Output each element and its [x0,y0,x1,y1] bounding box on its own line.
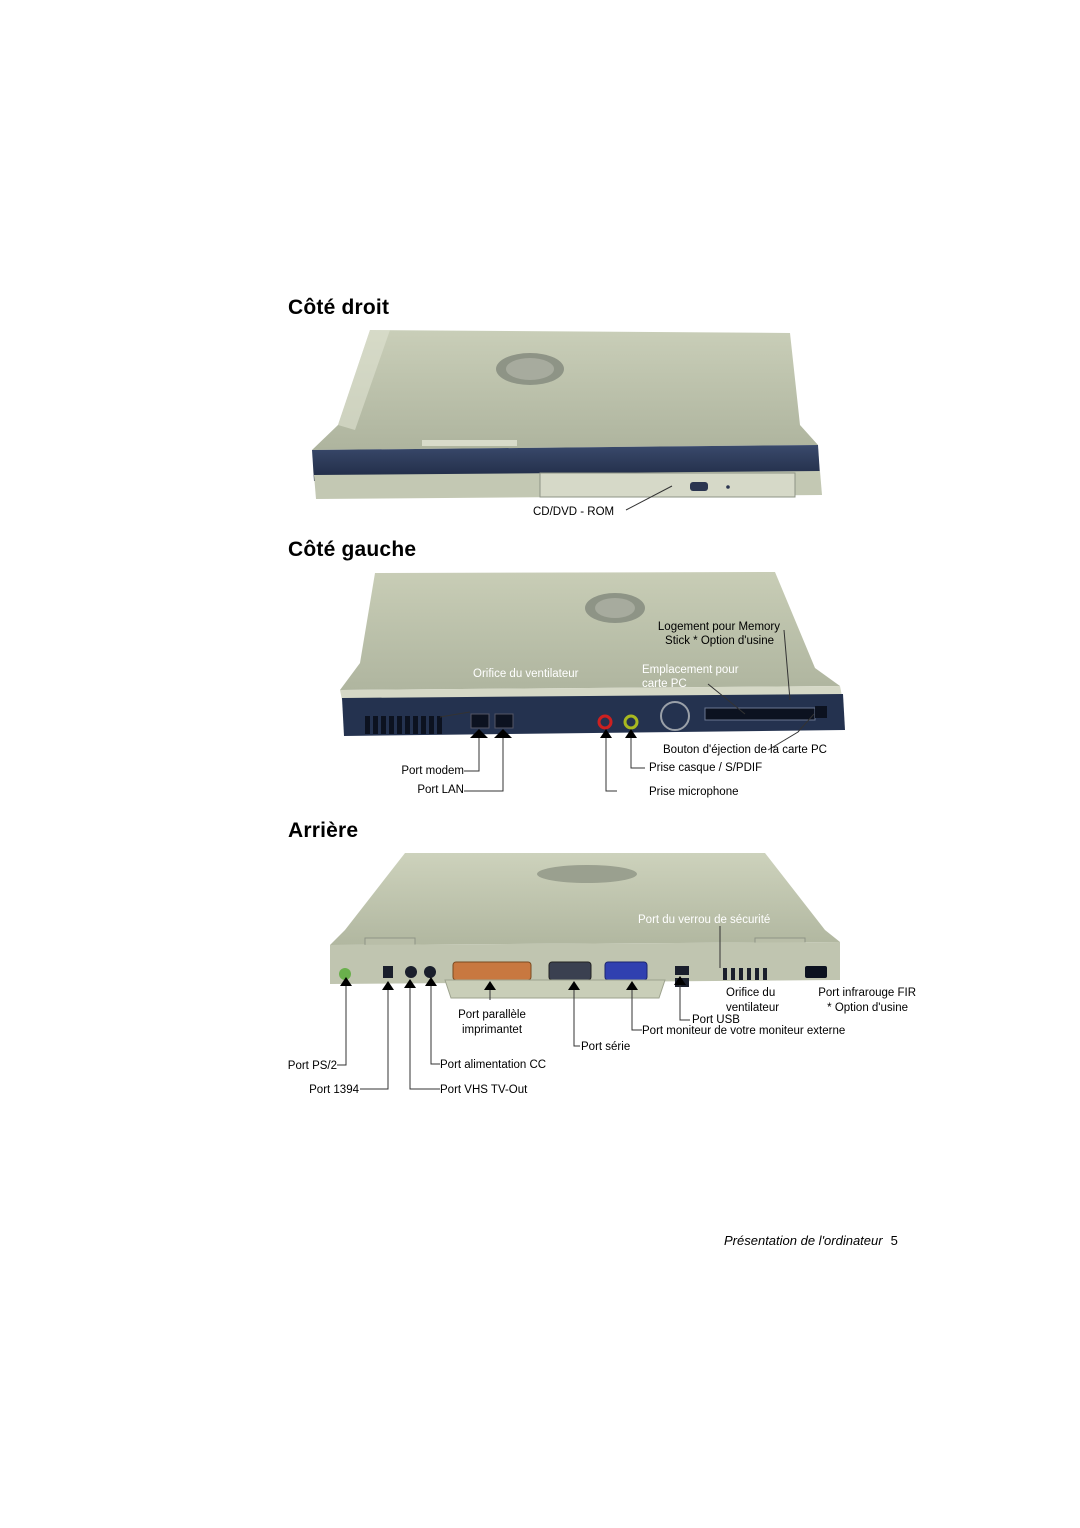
label-serial-port: Port série [581,1041,631,1053]
label-pc-card-eject: Bouton d'éjection de la carte PC [663,744,827,756]
label-monitor-port: Port moniteur de votre moniteur externe [642,1025,846,1037]
label-1394-port: Port 1394 [309,1084,359,1096]
heading-right-side: Côté droit [288,296,390,319]
label-security-lock: Port du verrou de sécurité [638,914,771,926]
label-usb-port: Port USB [692,1014,740,1026]
label-infrared-port-line1: Port infrarouge FIR [818,987,916,999]
label-headphone-jack: Prise casque / S/PDIF [649,762,763,774]
label-tv-out-port: Port VHS TV-Out [440,1084,528,1096]
footer-title: Présentation de l'ordinateur [724,1233,883,1248]
label-rear-fan-line1: Orifice du [726,987,776,999]
label-fan-vent: Orifice du ventilateur [473,668,579,680]
label-memory-stick-line2: Stick * Option d'usine [665,635,774,647]
label-parallel-port-line1: Port parallèle [458,1009,526,1021]
label-pc-card-slot-line1: Emplacement pour [642,664,739,676]
laptop-right-side-photo [312,330,822,499]
label-lan-port: Port LAN [417,784,464,796]
label-dc-power-port: Port alimentation CC [440,1059,547,1071]
label-ps2-port: Port PS/2 [287,1060,337,1072]
label-microphone-jack: Prise microphone [649,786,739,798]
label-cd-dvd-rom: CD/DVD - ROM [533,506,615,518]
heading-rear: Arrière [288,819,359,842]
label-modem-port: Port modem [401,765,464,777]
label-rear-fan-line2: ventilateur [726,1002,780,1014]
label-memory-stick-line1: Logement pour Memory [657,621,780,633]
label-infrared-port-line2: * Option d'usine [827,1002,908,1014]
page-number: 5 [890,1233,898,1248]
label-parallel-port-line2: imprimantet [461,1024,523,1036]
label-pc-card-slot-line2: carte PC [642,678,687,690]
laptop-left-side-photo [340,572,845,736]
heading-left-side: Côté gauche [288,538,417,561]
page-footer: Présentation de l'ordinateur 5 [724,1233,898,1248]
laptop-rear-photo [330,853,840,999]
